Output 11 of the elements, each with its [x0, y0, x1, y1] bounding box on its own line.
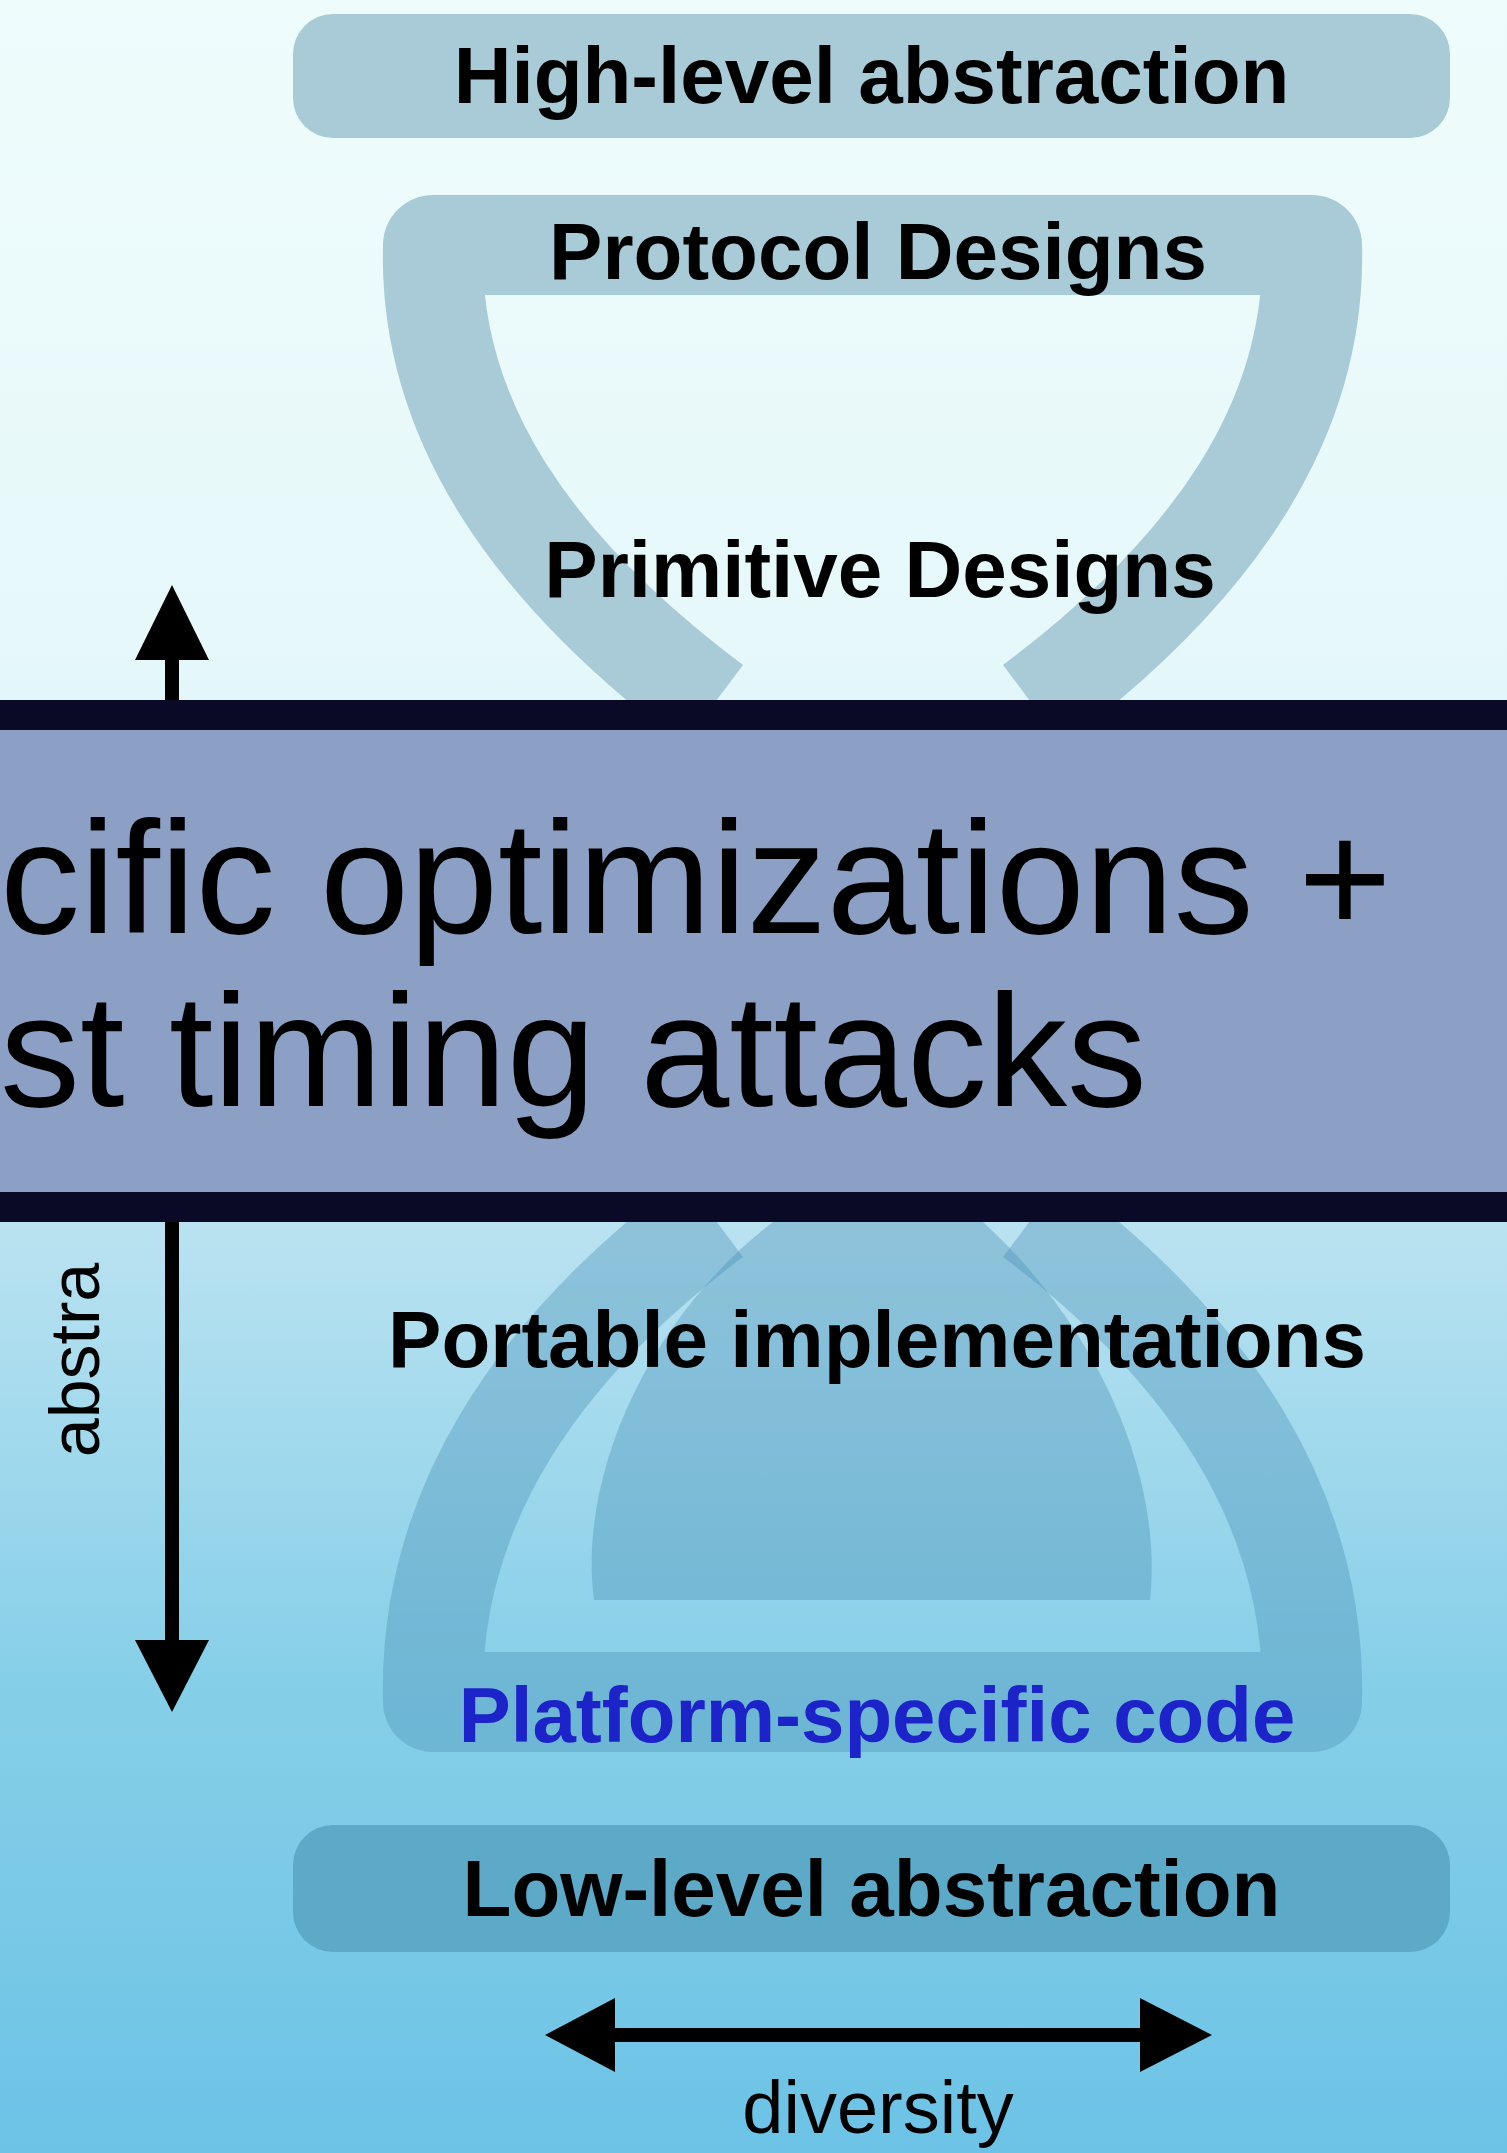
layer-label: Platform-specific code — [457, 1673, 1297, 1759]
layer-label: Portable implementations — [387, 1296, 1367, 1384]
axis-label: abstra — [40, 1262, 110, 1458]
layer-label: Protocol Designs — [548, 208, 1208, 296]
title-band — [293, 1825, 1450, 1952]
layer-label: Primitive Designs — [543, 526, 1217, 614]
heading: Low-level abstraction — [462, 1842, 1281, 1935]
banner — [0, 700, 1507, 1222]
banner-text: cific optimizations + st timing attacks — [0, 792, 1393, 1138]
heading: High-level abstraction — [453, 30, 1290, 122]
title-band — [293, 14, 1450, 138]
